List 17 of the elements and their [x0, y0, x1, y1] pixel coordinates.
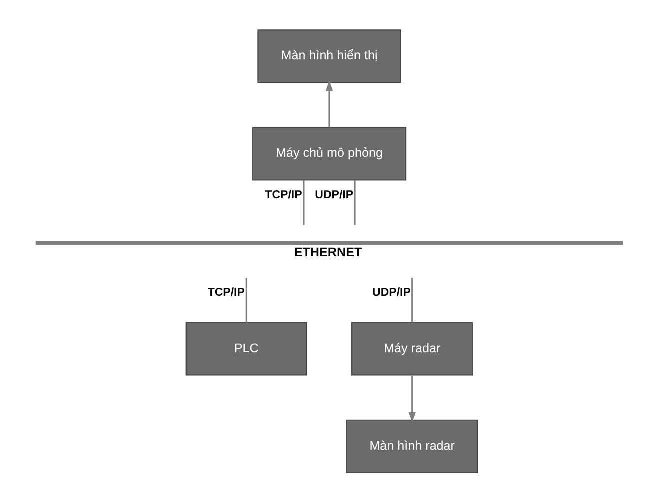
arrow: [326, 80, 334, 128]
node-box: Màn hình radar: [346, 419, 478, 473]
node-box: Màn hình hiển thị: [258, 29, 402, 83]
node-box: PLC: [186, 322, 308, 376]
edge-label: UDP/IP: [372, 286, 411, 299]
edge-label: UDP/IP: [315, 189, 354, 202]
edge-label: TCP/IP: [265, 189, 302, 202]
connector: [246, 278, 248, 322]
connector: [354, 180, 356, 225]
arrow: [408, 375, 416, 422]
connector: [412, 278, 414, 322]
edge-label: TCP/IP: [208, 286, 245, 299]
node-box: Máy chủ mô phỏng: [252, 126, 407, 180]
node-box: [36, 240, 624, 245]
connector: [303, 180, 305, 225]
node-box: Máy radar: [352, 322, 474, 376]
node-label: ETHERNET: [294, 244, 362, 259]
